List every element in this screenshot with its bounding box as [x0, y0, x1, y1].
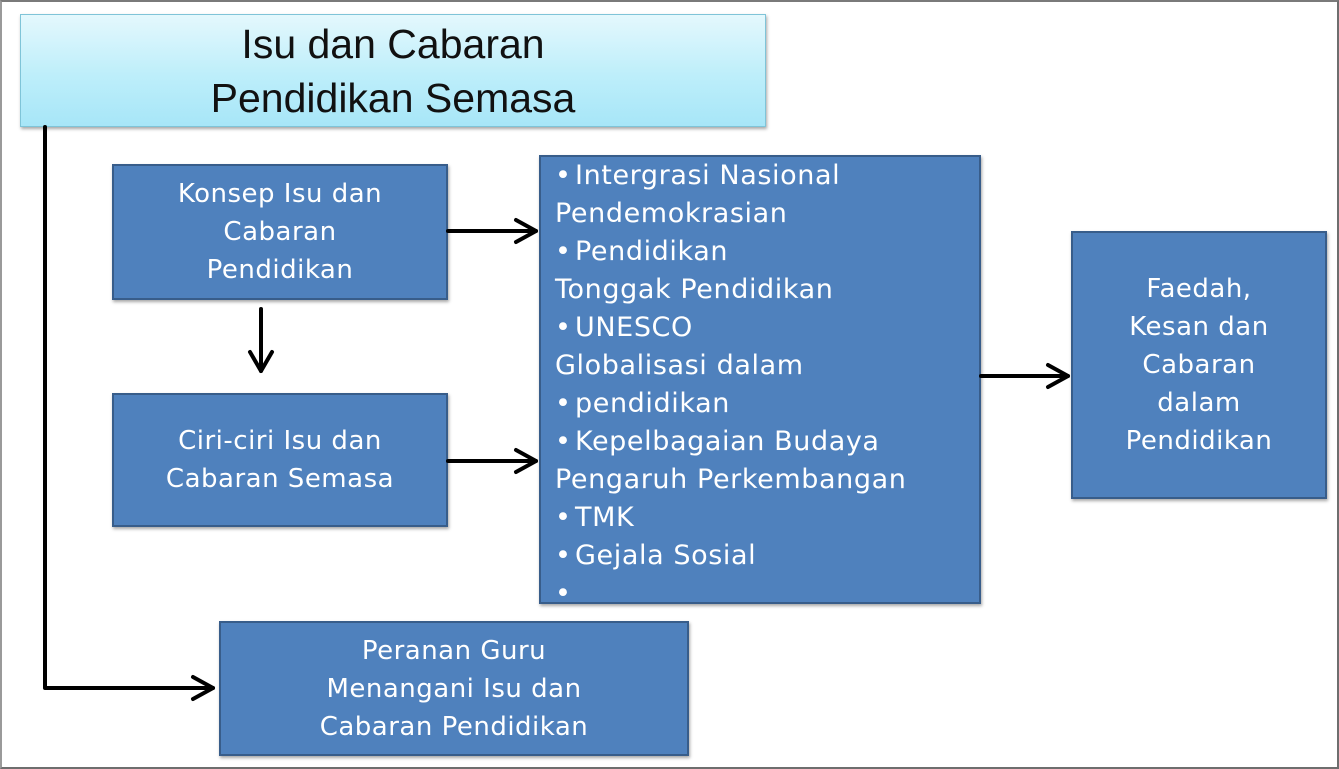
node-peranan-line: Menangani Isu dan [326, 673, 582, 704]
issue-text: Pendemokrasian Pendidikan [555, 198, 788, 267]
bullet-icon: • [555, 160, 572, 191]
bullet-icon: • [555, 312, 572, 343]
bullet-icon: • [555, 502, 572, 533]
node-konsep-line: Konsep Isu dan [177, 179, 383, 209]
issue-item: •Tonggak Pendidikan UNESCO [555, 271, 979, 347]
node-konsep: Konsep Isu dan Cabaran Pendidikan [112, 164, 448, 300]
issue-text: Gejala Sosial [575, 540, 757, 571]
node-faedah: Faedah, Kesan dan Cabaran dalam Pendidik… [1071, 231, 1327, 499]
bullet-icon: • [555, 236, 572, 267]
title-box: Isu dan Cabaran Pendidikan Semasa [20, 14, 766, 127]
node-peranan-line: Peranan Guru [361, 635, 547, 666]
node-faedah-line: Kesan dan [1129, 312, 1269, 342]
bullet-icon: • [555, 426, 572, 457]
issue-item: •Pengaruh Perkembangan TMK [555, 461, 979, 537]
node-faedah-line: Pendidikan [1125, 426, 1273, 456]
node-konsep-line: Pendidikan [206, 255, 354, 285]
bullet-icon: • [555, 578, 572, 609]
issues-list: •Intergrasi Nasional •Pendemokrasian Pen… [555, 157, 979, 613]
issue-text: Tonggak Pendidikan UNESCO [555, 274, 834, 343]
node-ciri-line: Cabaran Semasa [165, 464, 395, 494]
bullet-icon: • [555, 540, 572, 571]
issue-text: Kepelbagaian Budaya [575, 426, 880, 457]
issue-text: Intergrasi Nasional [575, 160, 841, 191]
node-ciri-line: Ciri-ciri Isu dan [178, 426, 382, 456]
issues-list-box: •Intergrasi Nasional •Pendemokrasian Pen… [539, 155, 981, 609]
title-line-1: Isu dan Cabaran [241, 20, 545, 67]
node-peranan: Peranan Guru Menangani Isu dan Cabaran P… [219, 621, 689, 756]
node-peranan-line: Cabaran Pendidikan [319, 711, 589, 742]
issue-item: •Pendemokrasian Pendidikan [555, 195, 979, 271]
issue-item: • [555, 575, 979, 613]
node-ciri: Ciri-ciri Isu dan Cabaran Semasa [112, 393, 448, 527]
issue-text: Pengaruh Perkembangan TMK [555, 464, 907, 533]
bullet-icon: • [555, 388, 572, 419]
node-konsep-line: Cabaran [223, 217, 337, 247]
issue-text: Globalisasi dalam pendidikan [555, 350, 804, 419]
issue-item: •Kepelbagaian Budaya [555, 423, 979, 461]
issue-item: •Globalisasi dalam pendidikan [555, 347, 979, 423]
title-line-2: Pendidikan Semasa [210, 74, 576, 121]
diagram-title: Isu dan Cabaran Pendidikan Semasa [211, 17, 576, 125]
node-faedah-line: Faedah, [1146, 274, 1252, 304]
node-faedah-line: dalam [1157, 388, 1241, 418]
issue-item: •Intergrasi Nasional [555, 157, 979, 195]
issue-item: •Gejala Sosial [555, 537, 979, 575]
node-faedah-line: Cabaran [1142, 350, 1256, 380]
